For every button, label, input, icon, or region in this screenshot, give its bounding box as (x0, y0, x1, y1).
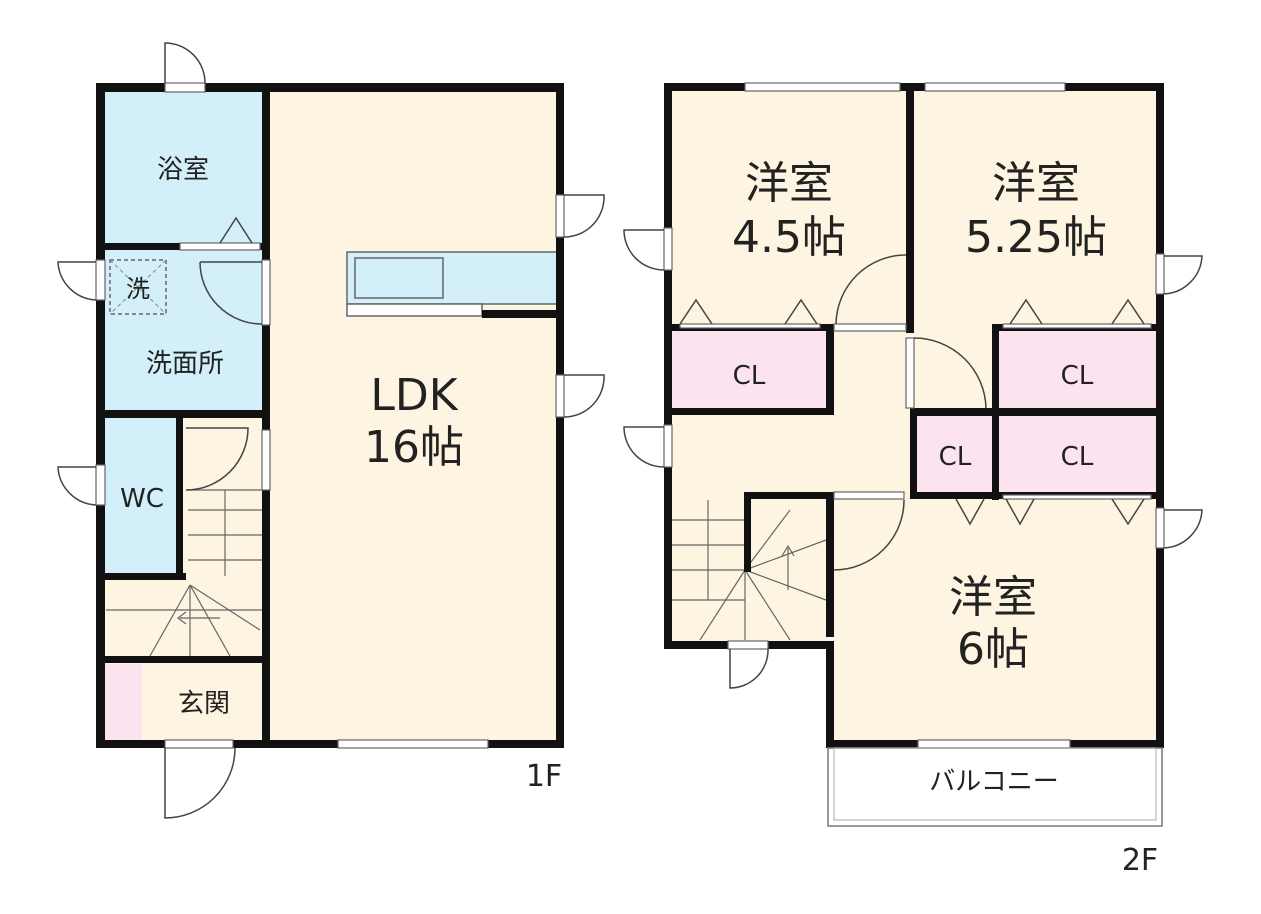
room-a-name-label: 洋室 (745, 158, 833, 209)
floor1-windows (95, 82, 565, 749)
closet-c-label: CL (939, 442, 972, 472)
ldk-name-label: LDK (370, 370, 458, 421)
floor2-doors (623, 229, 1203, 689)
wc-label: WC (120, 484, 164, 514)
floor2-plan: 洋室 4.5帖 洋室 5.25帖 洋室 6帖 CL CL CL CL バルコニー… (623, 82, 1203, 878)
floor1-label: 1F (526, 759, 562, 794)
closet-b-label: CL (1061, 361, 1094, 391)
balcony-outline (827, 747, 1163, 827)
closet-d-fill (998, 416, 1158, 496)
entrance-label: 玄関 (178, 689, 230, 719)
balcony-label: バルコニー (929, 767, 1058, 797)
kitchen-sink (354, 257, 444, 299)
kitchen-wall (482, 310, 560, 318)
room-c-size-label: 6帖 (957, 624, 1029, 675)
room-b-fill (910, 87, 1160, 331)
ldk-fill (266, 87, 560, 744)
room-a-size-label: 4.5帖 (732, 212, 846, 263)
bath-label: 浴室 (157, 155, 209, 185)
stairs-fill (180, 418, 266, 576)
closet-b-fill (998, 331, 1158, 411)
closet-a-label: CL (733, 361, 766, 391)
floor1-doors (57, 42, 605, 819)
room-c-name-label: 洋室 (949, 572, 1037, 623)
room-c-fill (830, 497, 1160, 744)
stairs-2f (672, 500, 827, 641)
ldk-size-label: 16帖 (364, 422, 464, 473)
stairs-1f (106, 489, 262, 657)
closet-d-label: CL (1061, 442, 1094, 472)
room-a-fill (668, 87, 910, 331)
room-b-name-label: 洋室 (992, 158, 1080, 209)
bath-fill (100, 87, 263, 247)
kitchen-back (346, 303, 483, 317)
washroom-fill (100, 247, 263, 410)
kitchen-counter (346, 251, 558, 305)
floor2-windows (663, 82, 1165, 749)
washroom-label: 洗面所 (146, 349, 224, 379)
shoe-closet-fill (104, 664, 142, 740)
floor1-plan: 浴室 洗 洗面所 WC 玄関 LDK 16帖 1F (57, 42, 605, 819)
wc-fill (100, 418, 180, 576)
closet-c-fill (916, 416, 994, 496)
room-b-size-label: 5.25帖 (965, 212, 1107, 263)
washer-box (109, 259, 167, 315)
washer-label: 洗 (126, 275, 150, 303)
closet-a-fill (668, 331, 830, 411)
floor2-label: 2F (1122, 843, 1158, 878)
